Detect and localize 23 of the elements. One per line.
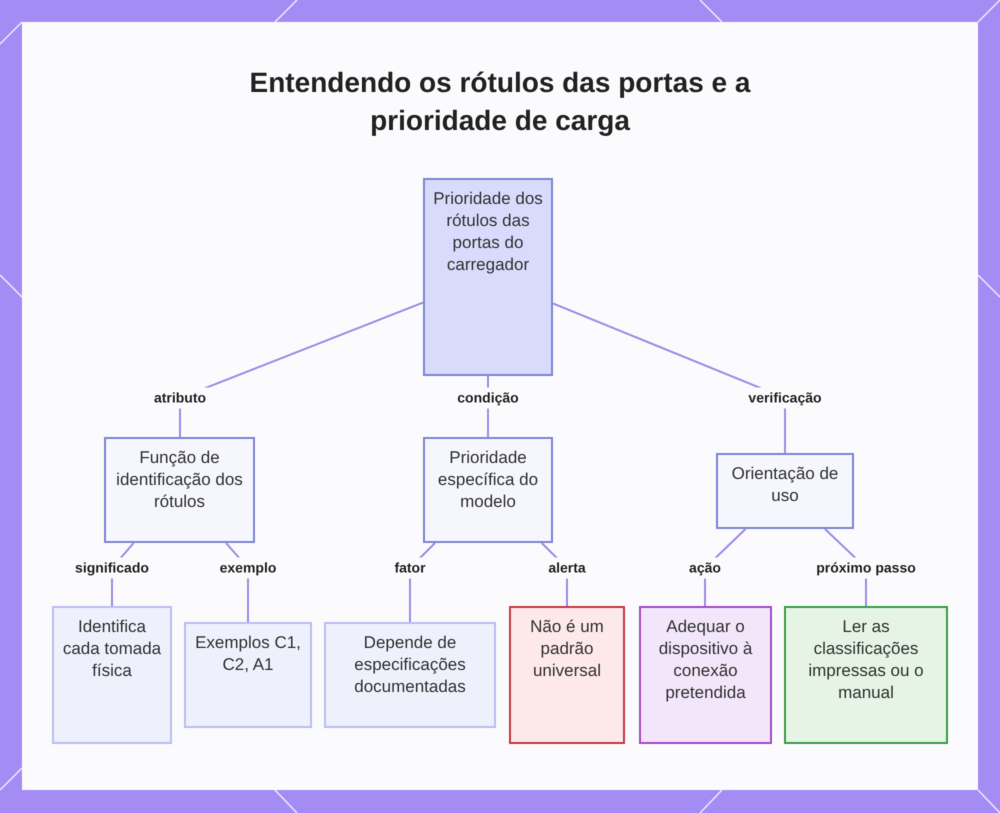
box-text: Identifica cada tomada física [62,616,162,682]
box-text: Depende de especificações documentadas [353,632,467,698]
box-text: Não é um padrão universal [529,616,605,682]
connector-line [179,302,424,437]
connector-line [552,302,786,453]
box-text: Orientação de uso [730,463,840,507]
box-text: Exemplos C1, C2, A1 [194,632,302,676]
box-text: Adequar o dispositivo à conexão pretendida [658,616,754,704]
diagram-title: Entendendo os rótulos das portas e a prioridade de carga [248,66,752,138]
concept-box [52,606,172,744]
box-text: Prioridade dos rótulos das portas do carregador [433,188,543,276]
concept-box [639,606,772,744]
box-text: Ler as classificações impressas ou o manual [807,616,925,704]
concept-box [423,437,553,543]
concept-box [423,178,553,376]
concept-box [104,437,255,543]
concept-box [324,622,496,728]
concept-box [716,453,854,529]
box-text: Função de identificação dos rótulos [115,447,244,513]
concept-box [784,606,948,744]
concept-box [184,622,312,728]
box-text: Prioridade específica do modelo [436,447,540,513]
concept-box [509,606,625,744]
